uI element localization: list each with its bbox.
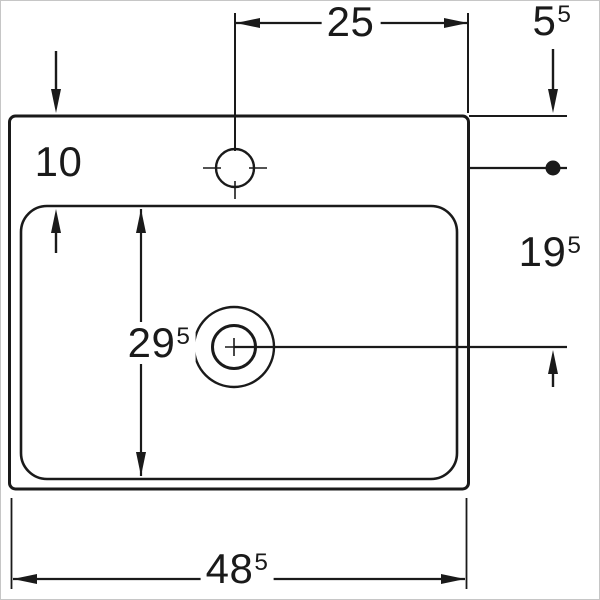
arrowhead-down-bowl-depth <box>136 452 146 476</box>
dimension-label-tap-to-edge-width: 25 <box>321 0 381 45</box>
dimension-label-side-depth: 195 <box>513 228 587 275</box>
dimension-value: 19 <box>518 228 567 275</box>
arrowhead-down-top-inset <box>51 89 61 113</box>
dimension-superscript: 5 <box>254 548 269 576</box>
sink-outer-outline <box>8 114 470 491</box>
arrowhead-right-overall-width <box>441 574 465 584</box>
arrowhead-left-top-width <box>236 18 260 28</box>
fixing-point-dot <box>545 160 561 176</box>
arrowhead-right-top-width <box>444 18 468 28</box>
dimension-label-bowl-depth: 295 <box>122 319 196 366</box>
arrowhead-up-top-inset <box>51 209 61 233</box>
arrowhead-down-edge-offset <box>548 89 558 113</box>
dimension-superscript: 5 <box>557 0 572 28</box>
arrowhead-up-bowl-depth <box>136 209 146 233</box>
dimension-superscript: 5 <box>567 231 582 259</box>
dimension-value: 25 <box>326 0 375 45</box>
basin-bowl-outline <box>19 204 459 481</box>
arrowhead-left-overall-width <box>13 574 37 584</box>
dimension-value: 48 <box>205 545 254 592</box>
dimension-label-top-inset: 10 <box>29 138 89 185</box>
dimension-value: 5 <box>532 0 557 44</box>
dimension-value: 29 <box>127 319 176 366</box>
dimension-label-edge-offset: 55 <box>527 0 577 44</box>
dimension-label-overall-width: 485 <box>200 545 274 592</box>
dimension-value: 10 <box>34 138 83 185</box>
dimension-superscript: 5 <box>176 322 191 350</box>
arrowhead-up-side-depth <box>548 350 558 374</box>
